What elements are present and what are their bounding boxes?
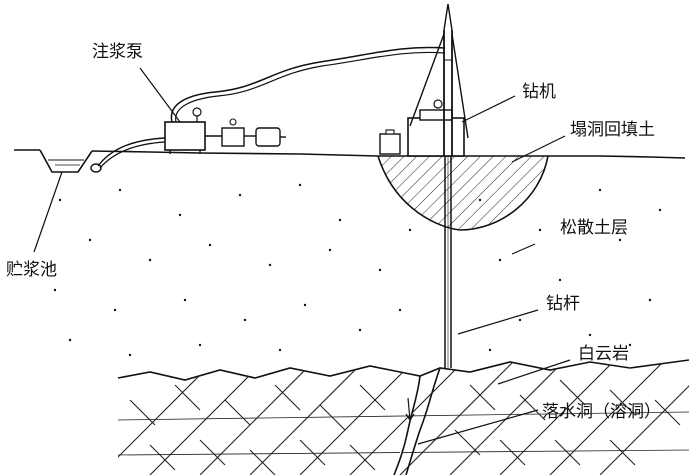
backfill-label: 塌洞回填土 [570, 120, 655, 140]
drill-rod [444, 156, 452, 368]
drill-rig-label: 钻机 [522, 82, 556, 102]
drill-rig [379, 3, 469, 157]
dolomite-bedrock [117, 359, 689, 475]
grout-pump-label: 注浆泵 [92, 42, 143, 62]
grout-hose [170, 46, 446, 123]
dolomite-label: 白云岩 [578, 344, 629, 364]
sinkhole [393, 367, 441, 475]
suction-pipe [97, 137, 166, 167]
backfill-crater [377, 155, 549, 231]
sinkhole-label: 落水洞（溶洞） [542, 402, 661, 422]
storage-pool-label: 贮浆池 [6, 260, 57, 280]
leader-lines [33, 67, 571, 445]
storage-pool [39, 149, 102, 173]
grout-pump [164, 107, 286, 154]
loose-soil-dots [53, 183, 662, 357]
drill-rod-label: 钻杆 [546, 294, 580, 314]
loose-soil-label: 松散土层 [560, 218, 628, 238]
